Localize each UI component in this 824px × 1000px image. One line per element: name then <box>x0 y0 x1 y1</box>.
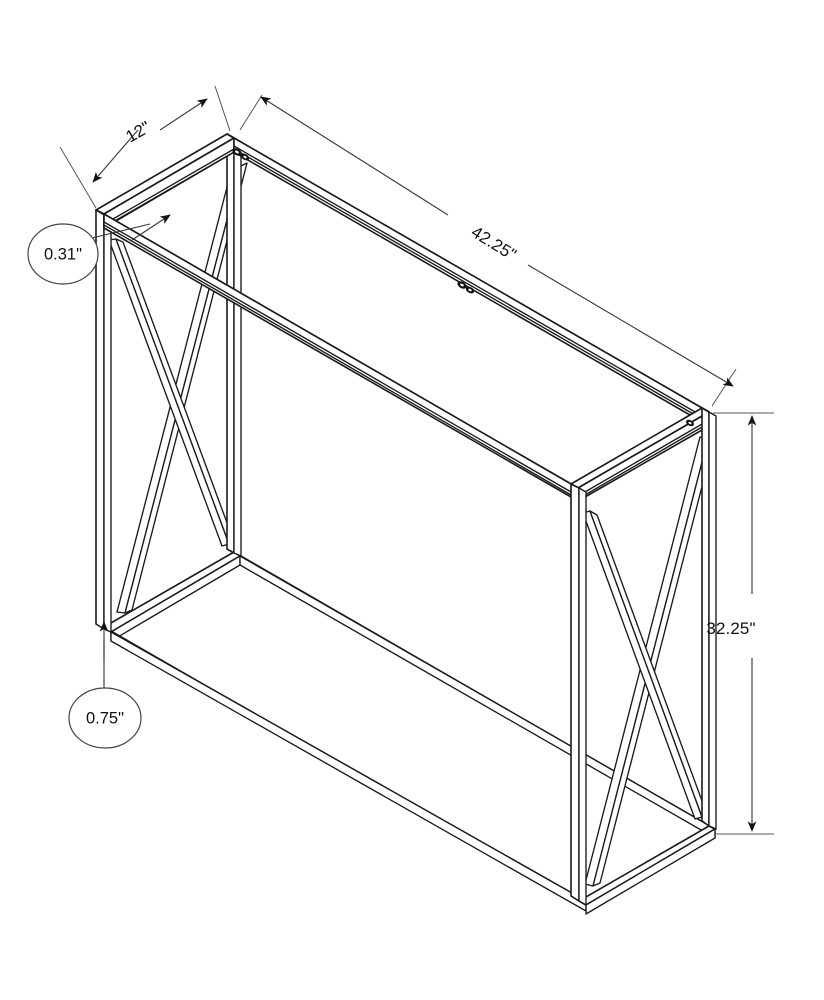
foot-front-right <box>570 895 587 906</box>
width-dimension-line-left <box>260 96 449 216</box>
right-side-panel <box>570 407 717 906</box>
dimension-height: 32.25" <box>706 412 774 835</box>
callout-031-balloon <box>27 223 99 285</box>
top-rail-rear-face <box>233 137 710 427</box>
height-dimension-label: 32.25" <box>706 619 755 638</box>
callout-top-thickness: 0.31" <box>27 214 171 285</box>
width-dimension-label: 42.25" <box>468 222 520 264</box>
depth-dimension-line-left <box>92 129 139 183</box>
callout-075-label: 0.75" <box>86 709 124 727</box>
left-brace-diagonal-a-side <box>124 162 248 614</box>
shelf-rail-right-inner <box>585 828 716 915</box>
depth-witness-front <box>59 146 97 209</box>
leg-rear-left <box>226 133 235 554</box>
leg-rear-left-side <box>233 137 242 557</box>
fastener-right-corner <box>686 419 694 427</box>
fastener-rear-apex <box>232 148 250 161</box>
width-dimension-line-right <box>527 264 734 387</box>
width-witness-left <box>239 94 263 131</box>
leg-front-right-side <box>578 487 587 906</box>
leg-rear-right <box>701 407 710 827</box>
callout-075-balloon <box>68 687 142 749</box>
lower-shelf-frame <box>103 551 716 915</box>
callout-leg-thickness: 0.75" <box>68 621 142 749</box>
shelf-rail-front-inner <box>110 631 587 912</box>
leg-feet <box>570 820 717 906</box>
top-rail-left-inner <box>112 148 235 223</box>
callout-031-arrow-line <box>131 214 171 241</box>
fastener-details <box>232 148 694 427</box>
callout-031-leader <box>91 223 151 239</box>
callout-031-label: 0.31" <box>44 245 82 263</box>
leg-front-left <box>95 209 105 630</box>
top-rail-front-inner <box>103 221 579 500</box>
width-witness-right <box>711 368 737 407</box>
top-frame <box>95 133 710 502</box>
leg-front-left-side <box>103 213 112 633</box>
top-rail-left-top <box>95 133 235 215</box>
depth-witness-rear <box>214 85 231 132</box>
leg-front-right <box>570 483 580 902</box>
depth-dimension-line-right <box>159 98 208 131</box>
dimension-width: 42.25" <box>239 94 737 407</box>
top-rail-rear-inner <box>233 145 710 424</box>
fastener-mid-rail <box>457 281 475 294</box>
foot-rear-right <box>701 820 717 830</box>
console-table-isometric <box>95 133 717 915</box>
